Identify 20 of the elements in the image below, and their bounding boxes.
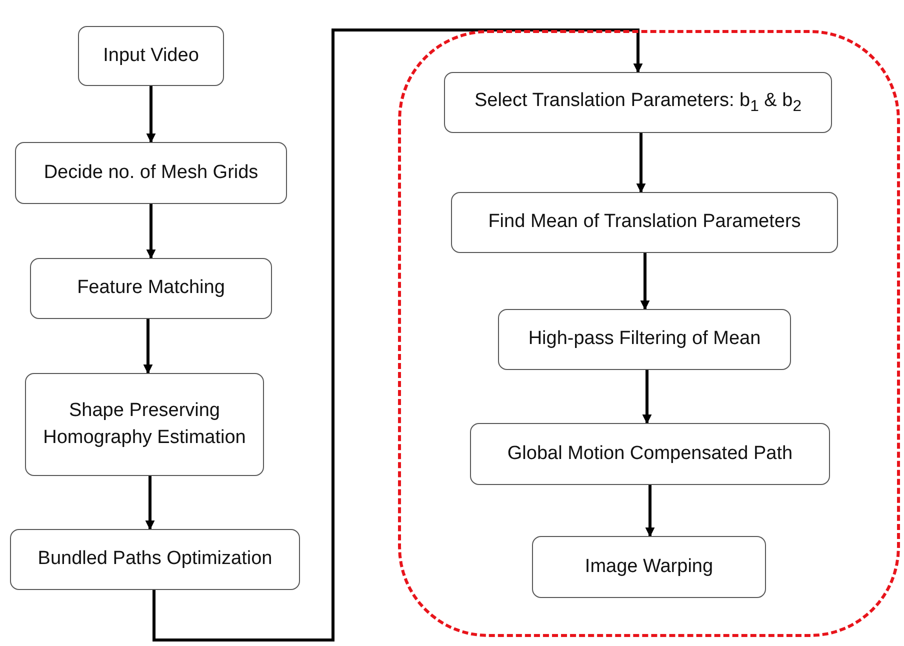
arrow [152,28,643,642]
dashed-group-outline [398,30,900,637]
process-box: Select Translation Parameters: b$_{1}$ & b$_{2}$ [444,72,832,133]
arrow [143,319,153,374]
arrow [645,485,655,537]
arrow [640,253,650,310]
arrow [145,476,155,530]
arrow [146,86,156,143]
arrow [642,370,652,424]
arrow [636,133,646,193]
process-box: High-pass Filtering of Mean [498,309,791,370]
process-box: Shape Preserving Homography Estimation [25,373,264,476]
process-box: Input Video [78,26,224,86]
process-box: Global Motion Compensated Path [470,423,830,485]
process-box: Decide no. of Mesh Grids [15,142,287,204]
process-box: Find Mean of Translation Parameters [451,192,838,253]
process-box: Image Warping [532,536,766,598]
arrow [146,204,156,259]
process-box: Feature Matching [30,258,272,319]
process-box: Bundled Paths Optimization [10,529,300,590]
